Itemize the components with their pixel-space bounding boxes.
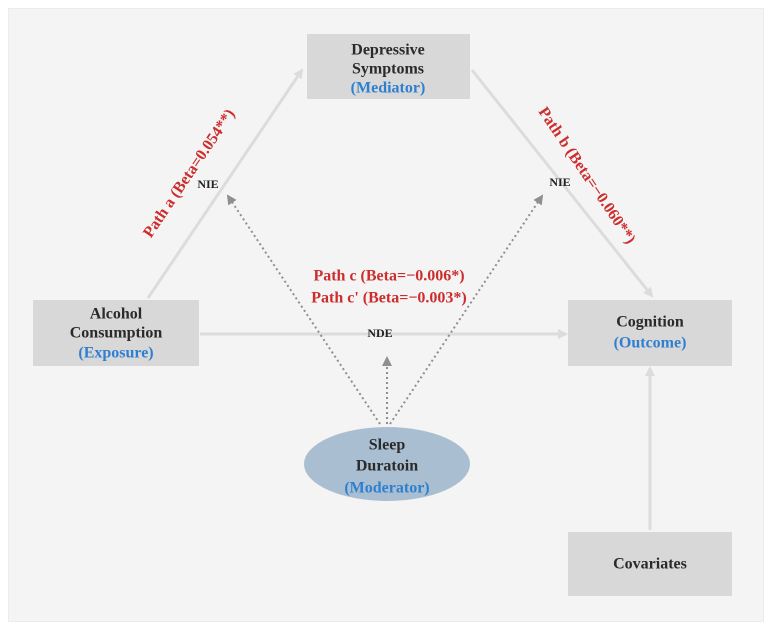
covariates-node: Covariates [568, 532, 732, 596]
moderation-edge-nie-right [389, 194, 544, 425]
path-c-prime-label: Path c' (Beta=−0.003*) [311, 290, 467, 307]
outcome-role: (Outcome) [614, 335, 687, 352]
exposure-node: Alcohol Consumption (Exposure) [33, 300, 199, 366]
exposure-title-line2: Consumption [70, 325, 163, 342]
mediator-title-line1: Depressive [351, 42, 424, 59]
outcome-title: Cognition [616, 314, 684, 331]
path-a-label: Path a (Beta=0.054**) [140, 106, 238, 241]
mediator-role: (Mediator) [351, 80, 426, 97]
covariates-title: Covariates [613, 556, 687, 573]
exposure-role: (Exposure) [78, 345, 153, 362]
mediator-node: Depressive Symptoms (Mediator) [307, 34, 470, 99]
moderator-role: (Moderator) [344, 480, 429, 497]
moderation-edge-nie-left [226, 194, 381, 425]
edge-path-a [146, 68, 304, 299]
moderator-title-line2: Duratoin [356, 458, 418, 475]
nie-right-label: NIE [549, 175, 570, 189]
moderator-title-line1: Sleep [369, 437, 406, 454]
nde-label: NDE [367, 326, 392, 340]
exposure-title-line1: Alcohol [90, 306, 143, 323]
edge-path-b [470, 69, 654, 298]
path-c-label: Path c (Beta=−0.006*) [313, 268, 464, 285]
nie-left-label: NIE [197, 177, 218, 191]
outcome-node: Cognition (Outcome) [568, 300, 732, 366]
moderator-node: Sleep Duratoin (Moderator) [304, 427, 470, 501]
mediator-title-line2: Symptoms [352, 61, 424, 78]
